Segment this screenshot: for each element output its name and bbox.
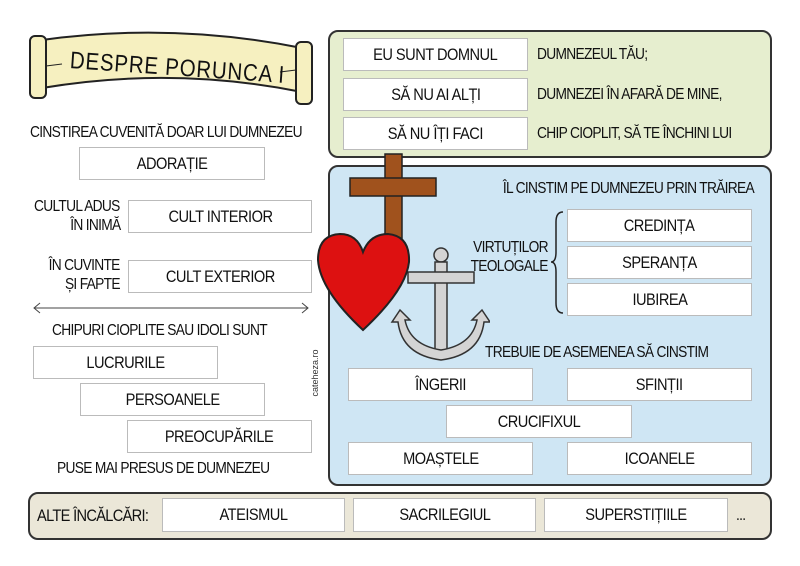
honor-title: ÎL CINSTIM PE DUMNEZEU PRIN TRĂIREA	[502, 180, 755, 197]
virtue-box[interactable]: CREDINȚA	[567, 209, 752, 242]
virtue-box[interactable]: SPERANȚA	[567, 246, 752, 279]
virtue-box[interactable]: IUBIREA	[567, 283, 752, 316]
commandment-box[interactable]: SĂ NU AI ALȚI	[343, 78, 528, 111]
idol-box[interactable]: LUCRURILE	[33, 346, 218, 379]
virtue-text: IUBIREA	[632, 289, 687, 309]
veneration-box[interactable]: SFINȚII	[567, 368, 752, 401]
idols-label: CHIPURI CIOPLITE SAU IDOLI SUNT	[52, 322, 268, 339]
idol-text: LUCRURILE	[86, 352, 165, 372]
idol-text: PREOCUPĂRILE	[165, 426, 274, 446]
veneration-box[interactable]: MOAȘTELE	[348, 442, 533, 475]
exterior-text: CULT EXTERIOR	[165, 266, 275, 286]
veneration-text: CRUCIFIXUL	[497, 411, 581, 431]
interior-text: CULT INTERIOR	[167, 206, 273, 226]
veneration-text: MOAȘTELE	[402, 448, 479, 468]
commandment-text: DUMNEZEI ÎN AFARĂ DE MINE,	[537, 86, 722, 103]
heart-icon	[316, 232, 411, 332]
violation-box[interactable]: SUPERSTIȚIILE	[544, 498, 728, 532]
violation-text: ATEISMUL	[219, 505, 288, 524]
interior-box[interactable]: CULT INTERIOR	[128, 200, 312, 233]
violation-text: SUPERSTIȚIILE	[585, 505, 687, 524]
adoration-text: ADORAȚIE	[136, 153, 208, 173]
veneration-box[interactable]: CRUCIFIXUL	[446, 405, 632, 438]
commandment-text: CHIP CIOPLIT, SĂ TE ÎNCHINI LUI	[537, 125, 732, 142]
adoration-box[interactable]: ADORAȚIE	[79, 147, 265, 180]
title-scroll-icon	[29, 31, 313, 105]
commandment-text: DUMNEZEUL TĂU;	[537, 46, 648, 63]
anchor-icon	[390, 247, 490, 361]
faith-hope-love-symbols	[316, 153, 490, 361]
also-title: TREBUIE DE ASEMENEA SĂ CINSTIM	[485, 344, 709, 361]
commandment-box-text: SĂ NU ÎȚI FACI	[387, 123, 484, 143]
adoration-label: CINSTIREA CUVENITĂ DOAR LUI DUMNEZEU	[30, 124, 303, 141]
virtues-label-1: VIRTUȚILOR	[473, 239, 548, 256]
commandment-box-text: EU SUNT DOMNUL	[373, 44, 498, 64]
veneration-box[interactable]: ICOANELE	[567, 442, 752, 475]
commandment-box[interactable]: SĂ NU ÎȚI FACI	[343, 117, 528, 150]
veneration-text: SFINȚII	[636, 374, 683, 394]
idol-text: PERSOANELE	[125, 389, 220, 409]
violation-box[interactable]: SACRILEGIUL	[353, 498, 536, 532]
commandment-box-text: SĂ NU AI ALȚI	[390, 84, 481, 104]
veneration-text: ÎNGERII	[415, 374, 466, 394]
virtue-text: CREDINȚA	[624, 215, 695, 235]
veneration-text: ICOANELE	[624, 448, 695, 468]
cross-icon	[349, 153, 437, 255]
violation-text: SACRILEGIUL	[398, 505, 491, 524]
divider-arrow-icon	[33, 302, 309, 314]
exterior-box[interactable]: CULT EXTERIOR	[128, 260, 312, 293]
idol-box[interactable]: PREOCUPĂRILE	[127, 420, 312, 453]
interior-label-1: CULTUL ADUS	[34, 198, 120, 215]
violations-label: ALTE ÎNCĂLCĂRI:	[37, 506, 149, 525]
brace-icon	[550, 211, 564, 314]
violation-box[interactable]: ATEISMUL	[162, 498, 345, 532]
interior-label-2: ÎN INIMĂ	[69, 217, 121, 234]
virtue-text: SPERANȚA	[622, 252, 697, 272]
veneration-box[interactable]: ÎNGERII	[348, 368, 533, 401]
more-ellipsis: ...	[736, 507, 746, 524]
exterior-label-1: ÎN CUVINTE	[48, 257, 121, 274]
virtues-label-2: TEOLOGALE	[470, 258, 549, 275]
commandment-box[interactable]: EU SUNT DOMNUL	[343, 38, 528, 71]
idol-box[interactable]: PERSOANELE	[80, 383, 265, 416]
exterior-label-2: ȘI FAPTE	[65, 276, 121, 293]
idols-footer: PUSE MAI PRESUS DE DUMNEZEU	[57, 460, 270, 477]
